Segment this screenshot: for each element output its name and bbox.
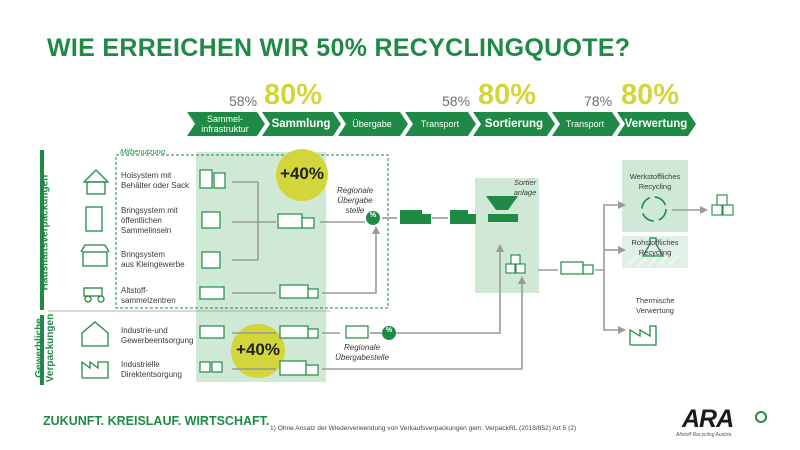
slogan: ZUKUNFT. KREISLAUF. WIRTSCHAFT. [43,414,270,428]
source-bringsystem-kleingewerbe: Bringsystem aus Kleingewerbe [121,250,185,269]
source-holsystem: Holsystem mit Behälter oder Sack [121,171,190,190]
footnote: 1) Ohne Ansatz der Wiederverwendung von … [270,425,577,432]
page-title: WIE ERREICHEN WIR 50% RECYCLINGQUOTE? [47,34,631,62]
ara-logo-subtitle: Altstoff Recycling Austria [676,432,732,438]
source-industrielle-direktentsorgung: Industrielle Direktentsorgung [121,360,182,379]
output-rohstoffliches-recycling: Rohstoffliches Recycling [631,238,679,257]
step-label: Transport [565,119,605,129]
step-transport-2: Transport [556,112,614,136]
step-label: Sammel- infrastruktur [201,114,249,134]
percent-node-top: % [369,212,377,219]
step-label: Verwertung [624,118,688,130]
quota-target-recycling: 80% [621,79,680,111]
step-verwertung: Verwertung [621,112,691,136]
sorting-plant-label: Sortier anlage [513,178,537,197]
quota-current-collection: 58% [229,93,258,109]
section-commercial: Gewerbliche Verpackungen [34,313,56,383]
badge-plus40-bottom: +40% [236,340,280,359]
output-thermische-verwertung: Thermische Verwertung [635,296,675,315]
source-industrie-gewerbe: Industrie-und Gewerbeentsorgung [121,326,194,345]
step-sammelinfrastruktur: Sammel- infrastruktur [193,112,257,136]
source-altstoffsammelzentren: Altstoff- sammelzentren [121,286,176,305]
quota-current-sorting: 58% [442,93,471,109]
percent-node-bottom: % [385,327,393,334]
quota-target-collection: 80% [264,79,323,111]
quota-target-sorting: 80% [478,79,537,111]
step-uebergabe: Übergabe [342,112,402,136]
quota-current-recycling: 78% [584,93,613,109]
step-sortierung: Sortierung [478,112,550,136]
step-label: Übergabe [352,119,392,129]
source-bringsystem-oeffentlich: Bringsystem mit öffentlichen Sammelinsel… [121,206,178,235]
transfer-station-bottom: Regionale Übergabestelle [335,343,389,362]
mitbenutzung-label: Mitbenutzung [120,147,166,156]
step-transport-1: Transport [410,112,470,136]
step-label: Transport [420,119,460,129]
output-werkstoffliches-recycling: Werkstoffliches Recycling [629,172,681,191]
ara-logo: ARA [682,405,734,433]
badge-plus40-top: +40% [280,164,324,183]
step-label: Sortierung [484,118,544,130]
step-sammlung: Sammlung [266,112,336,136]
step-label: Sammlung [271,118,331,130]
transfer-station-top: Regionale Übergabe stelle [336,186,374,215]
section-household: Haushaltsverpackungen [39,174,51,291]
